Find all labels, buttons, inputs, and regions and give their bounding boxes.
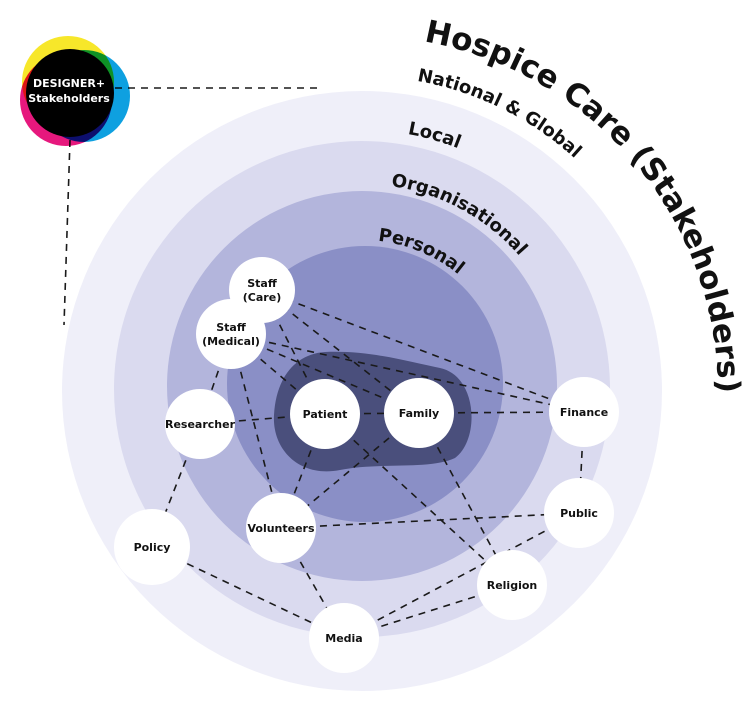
node-patient[interactable]: Patient: [290, 379, 360, 449]
connection-volunteers-public: [280, 512, 580, 529]
node-media[interactable]: Media: [309, 603, 379, 673]
connection-staff-care-patient: [261, 289, 326, 415]
designer-label-line2: Stakeholders: [28, 92, 110, 105]
node-label: Patient: [303, 408, 348, 421]
node-circle: [196, 299, 266, 369]
node-circle: [549, 377, 619, 447]
node-finance[interactable]: Finance: [549, 377, 619, 447]
connection-staff-medical-finance: [230, 333, 585, 413]
node-circle: [165, 389, 235, 459]
node-label: Public: [560, 507, 598, 520]
node-label: Staff: [247, 277, 277, 290]
stakeholder-nodes: Staff(Care)Staff(Medical)ResearcherPatie…: [114, 257, 619, 673]
designer-links: [63, 87, 318, 326]
node-label: (Care): [243, 291, 281, 304]
node-label: Finance: [560, 406, 608, 419]
node-label: Volunteers: [247, 522, 315, 535]
node-label: (Medical): [202, 335, 260, 348]
connection-patient-religion: [324, 413, 513, 586]
node-label: Media: [325, 632, 362, 645]
node-circle: [246, 493, 316, 563]
node-policy[interactable]: Policy: [114, 509, 190, 585]
node-circle: [290, 379, 360, 449]
node-circle: [544, 478, 614, 548]
designer-link-vertical: [63, 139, 71, 326]
designer-label-line1: DESIGNER+: [33, 77, 105, 90]
node-label: Researcher: [165, 418, 236, 431]
node-religion[interactable]: Religion: [477, 550, 547, 620]
node-circle: [114, 509, 190, 585]
designer-stakeholders-badge[interactable]: DESIGNER+ Stakeholders: [20, 36, 130, 146]
node-volunteers[interactable]: Volunteers: [246, 493, 316, 563]
node-circle: [477, 550, 547, 620]
node-family[interactable]: Family: [384, 378, 454, 448]
designer-core-circle: [26, 49, 114, 137]
connection-policy-media: [151, 546, 345, 639]
node-researcher[interactable]: Researcher: [165, 389, 236, 459]
node-circle: [384, 378, 454, 448]
node-label: Staff: [216, 321, 246, 334]
node-label: Religion: [487, 579, 538, 592]
connection-staff-care-finance: [261, 289, 585, 413]
node-circle: [309, 603, 379, 673]
node-public[interactable]: Public: [544, 478, 614, 548]
node-label: Policy: [134, 541, 171, 554]
connection-public-media: [343, 512, 580, 639]
node-label: Family: [399, 407, 439, 420]
node-staff-medical[interactable]: Staff(Medical): [196, 299, 266, 369]
